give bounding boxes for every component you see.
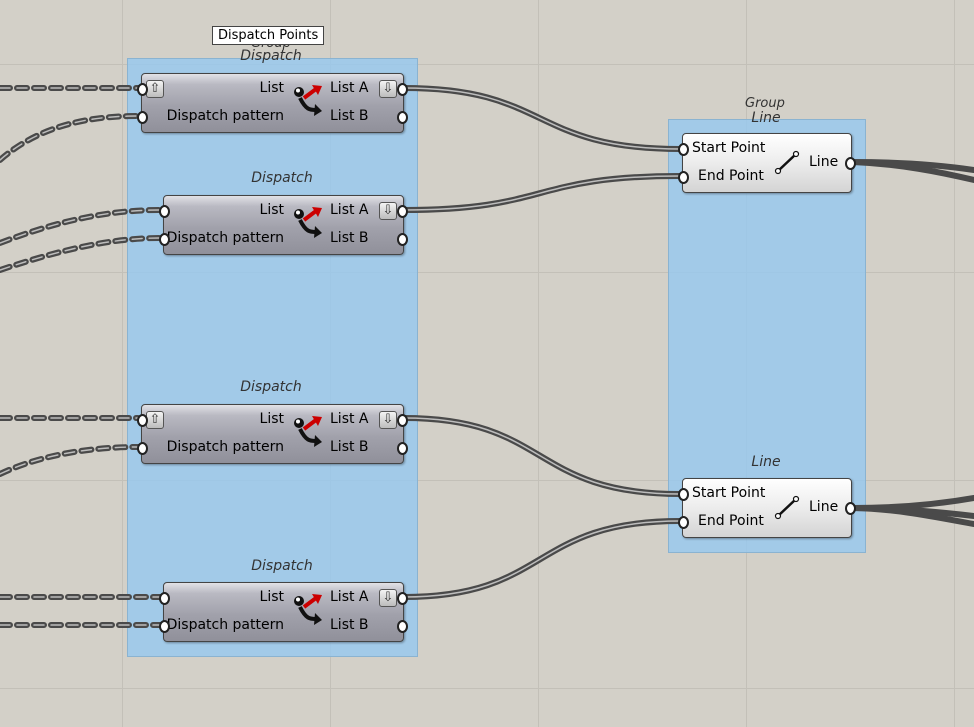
- line-component[interactable]: Start Point End Point Line: [678, 478, 856, 538]
- zoom-remove-output-button[interactable]: ⇩: [379, 202, 397, 220]
- output-port[interactable]: [845, 502, 856, 515]
- dispatch-icon: [294, 85, 322, 116]
- output-port[interactable]: [397, 442, 408, 455]
- dispatch-icon: [294, 207, 322, 238]
- input-port[interactable]: [159, 205, 170, 218]
- grid-line: [0, 64, 974, 65]
- input-port[interactable]: [137, 83, 148, 96]
- dispatch-component[interactable]: ⇧ List Dispatch pattern List A List B ⇩: [137, 404, 408, 464]
- output-port[interactable]: [397, 620, 408, 633]
- output-label-list-b: List B: [330, 108, 369, 124]
- input-port[interactable]: [137, 414, 148, 427]
- output-port[interactable]: [845, 157, 856, 170]
- dispatch-icon: [294, 594, 322, 625]
- output-label-list-b: List B: [330, 439, 369, 455]
- grid-line: [0, 688, 974, 689]
- component-title: Dispatch: [240, 48, 302, 64]
- grid-line: [538, 0, 539, 727]
- component-title: Line: [751, 110, 781, 126]
- zoom-add-input-button[interactable]: ⇧: [146, 80, 164, 98]
- input-port[interactable]: [137, 111, 148, 124]
- group-title: Group: [745, 96, 785, 111]
- component-title: Dispatch: [251, 170, 313, 186]
- input-port[interactable]: [159, 592, 170, 605]
- input-label-end-point: End Point: [698, 168, 764, 184]
- output-label-list-b: List B: [330, 617, 369, 633]
- output-port[interactable]: [397, 205, 408, 218]
- line-icon: [774, 150, 800, 175]
- grid-line: [954, 0, 955, 727]
- output-port[interactable]: [397, 233, 408, 246]
- zoom-remove-output-button[interactable]: ⇩: [379, 80, 397, 98]
- input-label-start-point: Start Point: [692, 485, 766, 501]
- input-label-pattern: Dispatch pattern: [166, 439, 284, 455]
- input-label-pattern: Dispatch pattern: [166, 108, 284, 124]
- component-title: Line: [751, 454, 781, 470]
- output-port[interactable]: [397, 111, 408, 124]
- input-port[interactable]: [137, 442, 148, 455]
- input-port[interactable]: [159, 233, 170, 246]
- dispatch-component[interactable]: ⇧ List Dispatch pattern List A List B ⇩: [137, 73, 408, 133]
- component-title: Dispatch: [251, 558, 313, 574]
- grid-line: [0, 272, 974, 273]
- input-label-list: List: [259, 589, 284, 605]
- grid-line: [0, 480, 974, 481]
- input-label-start-point: Start Point: [692, 140, 766, 156]
- dispatch-component[interactable]: List Dispatch pattern List A List B ⇩: [159, 195, 408, 255]
- output-label-list-a: List A: [330, 589, 369, 605]
- input-port[interactable]: [678, 171, 689, 184]
- input-label-pattern: Dispatch pattern: [166, 230, 284, 246]
- input-label-list: List: [259, 411, 284, 427]
- input-port[interactable]: [678, 143, 689, 156]
- output-port[interactable]: [397, 83, 408, 96]
- output-label-list-b: List B: [330, 230, 369, 246]
- dispatch-icon: [294, 416, 322, 447]
- output-port[interactable]: [397, 592, 408, 605]
- output-label-list-a: List A: [330, 202, 369, 218]
- output-label-line: Line: [809, 499, 839, 515]
- input-label-list: List: [259, 80, 284, 96]
- output-port[interactable]: [397, 414, 408, 427]
- input-label-pattern: Dispatch pattern: [166, 617, 284, 633]
- grid-line: [122, 0, 123, 727]
- dispatch-component[interactable]: List Dispatch pattern List A List B ⇩: [159, 582, 408, 642]
- output-label-line: Line: [809, 154, 839, 170]
- zoom-remove-output-button[interactable]: ⇩: [379, 411, 397, 429]
- input-port[interactable]: [159, 620, 170, 633]
- input-port[interactable]: [678, 516, 689, 529]
- component-title: Dispatch: [240, 379, 302, 395]
- input-label-end-point: End Point: [698, 513, 764, 529]
- input-port[interactable]: [678, 488, 689, 501]
- zoom-remove-output-button[interactable]: ⇩: [379, 589, 397, 607]
- zoom-add-input-button[interactable]: ⇧: [146, 411, 164, 429]
- tooltip: Dispatch Points: [212, 26, 325, 45]
- line-component[interactable]: Start Point End Point Line: [678, 133, 856, 193]
- line-icon: [774, 495, 800, 520]
- output-label-list-a: List A: [330, 80, 369, 96]
- group-dispatch[interactable]: [127, 58, 418, 657]
- input-label-list: List: [259, 202, 284, 218]
- output-label-list-a: List A: [330, 411, 369, 427]
